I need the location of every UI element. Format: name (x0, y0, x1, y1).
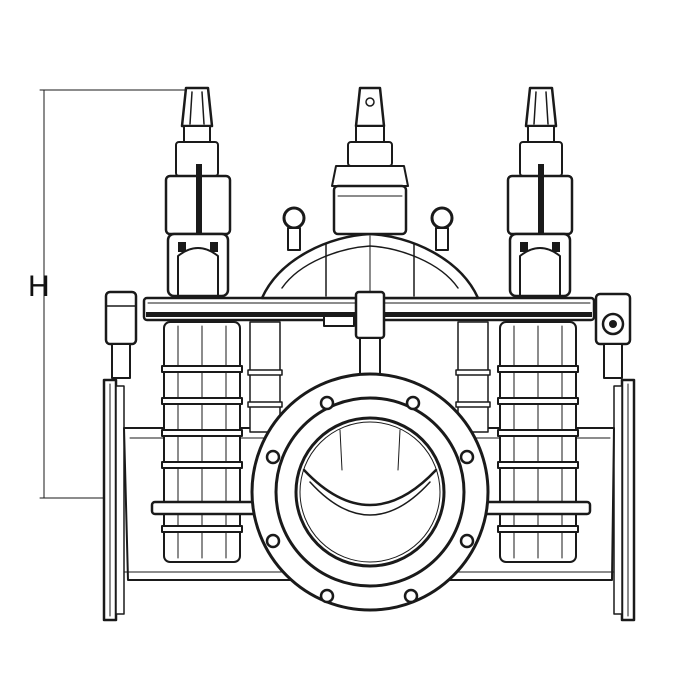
left-lifting-eye (282, 206, 306, 251)
front-flange (250, 372, 490, 612)
flange-bolt-holes (265, 395, 475, 604)
left-pilot-actuator (164, 86, 232, 298)
left-end-flange (102, 378, 125, 622)
height-dimension-line (39, 89, 191, 499)
center-pilot-actuator (331, 86, 409, 236)
right-lifting-eye (430, 206, 454, 251)
right-side-gauge (594, 292, 632, 379)
left-pilot-column (161, 321, 243, 563)
center-tubes (247, 321, 491, 433)
right-pilot-actuator (506, 86, 574, 298)
right-pilot-column (497, 321, 579, 563)
left-side-fitting (104, 290, 138, 379)
right-end-flange (613, 378, 636, 622)
center-stem-fitting (323, 290, 386, 379)
